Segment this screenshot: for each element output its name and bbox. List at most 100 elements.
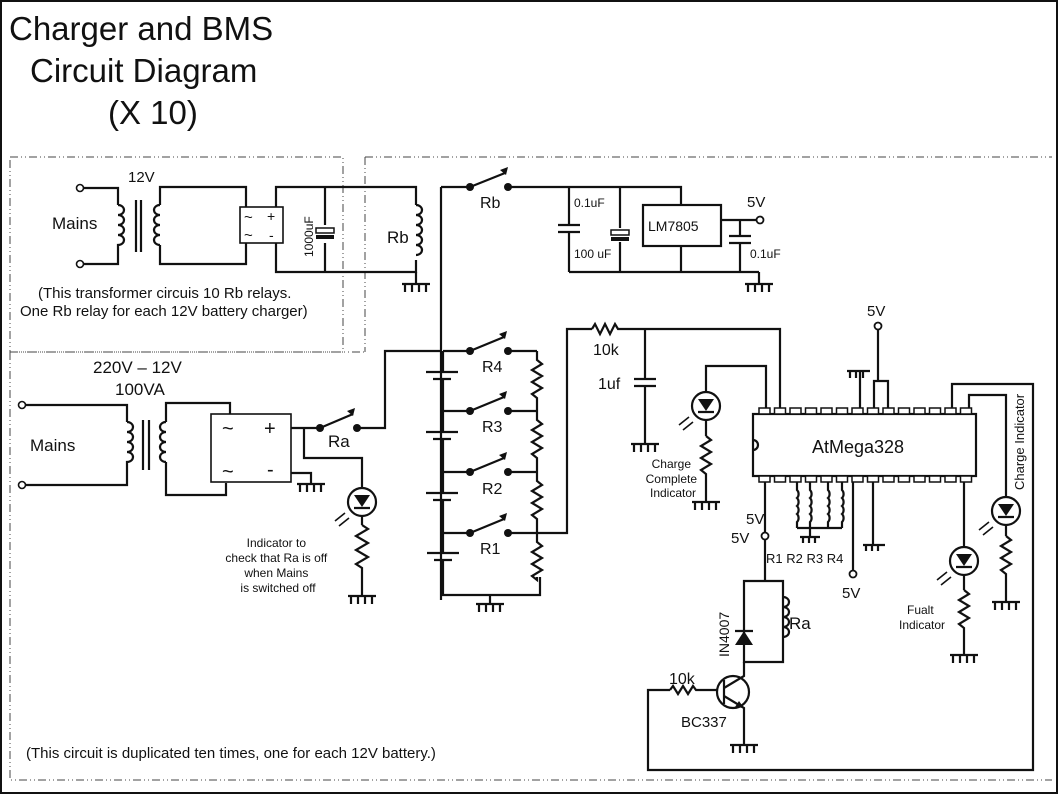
rb-coil-label: Rb — [387, 228, 409, 247]
resistor-icon — [353, 524, 371, 596]
mcu-pin — [758, 475, 771, 483]
charge-complete-note-line: Indicator — [650, 486, 696, 500]
mcu-label: AtMega328 — [812, 437, 904, 457]
mains-terminal-icon — [17, 480, 27, 490]
balance-resistor-chain-icon — [529, 351, 545, 583]
rb-supply: Mains 12V ~ ~ + - 1000uF Rb (This transf… — [20, 169, 430, 320]
rb-switch-icon — [469, 171, 506, 189]
mcu-pin — [804, 475, 818, 483]
ground-icon — [348, 594, 376, 604]
svg-text:Fualt Indicator: Fualt Indicator — [899, 603, 945, 632]
base-resistor-label: 10k — [669, 671, 696, 688]
rb-transformer-label: 12V — [128, 169, 155, 186]
electrolytic-cap-icon — [315, 227, 335, 234]
ground-icon — [476, 595, 504, 612]
charger-region — [9, 156, 1052, 781]
mcu-pin — [835, 407, 849, 415]
mcu-pin — [897, 475, 911, 483]
cap-icon — [558, 223, 580, 234]
transformer-primary-icon — [125, 420, 135, 468]
5v-terminal-icon — [848, 569, 858, 579]
mcu-pin — [820, 475, 833, 483]
mcu-body-icon — [751, 412, 978, 478]
mcu-vcc-bottom-label: 5V — [842, 585, 860, 602]
mcu-pin — [851, 475, 864, 483]
transformer-primary-icon — [116, 203, 126, 247]
rb-switch-label: Rb — [480, 195, 501, 212]
charger: Mains 220V – 12V 100VA ~ ~ + - Ra Indica… — [17, 349, 441, 604]
mcu-pin — [928, 407, 942, 415]
sense-circuit: 10k 1uf Charge Complete Indicator — [537, 321, 782, 535]
indicator-note-line: check that Ra is off — [225, 551, 327, 565]
rb-coil-icon — [415, 203, 424, 257]
rect-neg-label: - — [267, 459, 274, 481]
mcu-pin — [897, 407, 911, 415]
ra-switch-icon — [319, 412, 354, 430]
fault-note-line: Indicator — [899, 618, 945, 632]
mcu-pin — [804, 407, 818, 415]
mcu-vcc-label: 5V — [867, 303, 885, 320]
ra-coil-label: Ra — [789, 614, 811, 633]
mcu-pin — [944, 407, 957, 415]
relay-label-r1: R1 — [480, 541, 501, 558]
rb-rectifier-icon — [239, 206, 284, 244]
transformer-core-icon — [141, 420, 151, 470]
regulator-5v-label: 5V — [747, 194, 765, 211]
mcu-pin — [882, 407, 895, 415]
ground-icon — [402, 272, 430, 292]
mcu-pin — [913, 475, 926, 483]
mcu-pin — [835, 475, 849, 483]
charger-transformer-rating: 100VA — [115, 380, 165, 399]
indicator-note-line: Indicator to — [247, 536, 307, 550]
relay-coil-labels: R1 R2 R3 R4 — [766, 551, 843, 566]
relay-label-r3: R3 — [482, 419, 503, 436]
region-borders — [9, 156, 1052, 781]
mcu-pin — [773, 407, 787, 415]
rb-note-line-1: (This transformer circuis 10 Rb relays. — [38, 285, 291, 302]
cap-icon — [729, 234, 751, 245]
mcu-pin — [866, 475, 880, 483]
mcu-pin — [959, 475, 973, 483]
charger-mains-label: Mains — [30, 436, 75, 455]
mcu-pin — [959, 407, 973, 415]
relay-coils-r1-r4 — [795, 482, 845, 543]
rect-ac-label: ~ — [222, 461, 234, 483]
mains-terminal-icon — [75, 259, 85, 269]
title-line-2: Circuit Diagram — [30, 52, 258, 89]
cap-in-label: 0.1uF — [574, 196, 605, 210]
rect-neg-label: - — [269, 227, 274, 243]
diode-icon — [735, 631, 753, 645]
regulator: Rb LM7805 5V 0.1uF 100 uF 0.1uF — [439, 167, 781, 600]
transformer-secondary-icon — [158, 420, 167, 464]
rb-note-line-2: One Rb relay for each 12V battery charge… — [20, 303, 308, 320]
mcu-pin — [773, 475, 787, 483]
ground-icon — [631, 442, 659, 452]
ground-icon — [847, 369, 870, 408]
charger-rectifier-icon — [210, 413, 292, 483]
rb-cap-label: 1000uF — [302, 216, 316, 257]
atmega328: AtMega328 5V Charge Indicator 5V 5V R1 R… — [646, 303, 1035, 772]
mcu-pin — [758, 407, 771, 415]
indicator-note-line: is switched off — [240, 581, 316, 595]
indicator-note-line: when Mains — [243, 566, 308, 580]
svg-text:Charge Complete In: Charge Complete Indicator — [646, 457, 701, 500]
fault-note-line: Fualt — [907, 603, 934, 617]
ground-icon — [950, 653, 978, 663]
transformer-secondary-icon — [152, 203, 161, 247]
title-line-3: (X 10) — [108, 94, 198, 131]
mcu-pin — [882, 475, 895, 483]
ra-switch-label: Ra — [328, 432, 350, 451]
mcu-notch-icon — [752, 438, 760, 452]
battery-stack: R4 R3 R2 R1 — [426, 331, 545, 612]
rect-pos-label: + — [264, 418, 276, 440]
mcu-pin — [913, 407, 926, 415]
ground-icon — [692, 500, 720, 510]
ground-icon — [992, 600, 1020, 610]
diagram-title: Charger and BMS Circuit Diagram (X 10) — [9, 8, 273, 134]
cap-out-label: 0.1uF — [750, 247, 781, 261]
relay-label-r4: R4 — [482, 359, 503, 376]
mcu-pin — [866, 407, 880, 415]
mains-terminal-icon — [17, 400, 27, 410]
